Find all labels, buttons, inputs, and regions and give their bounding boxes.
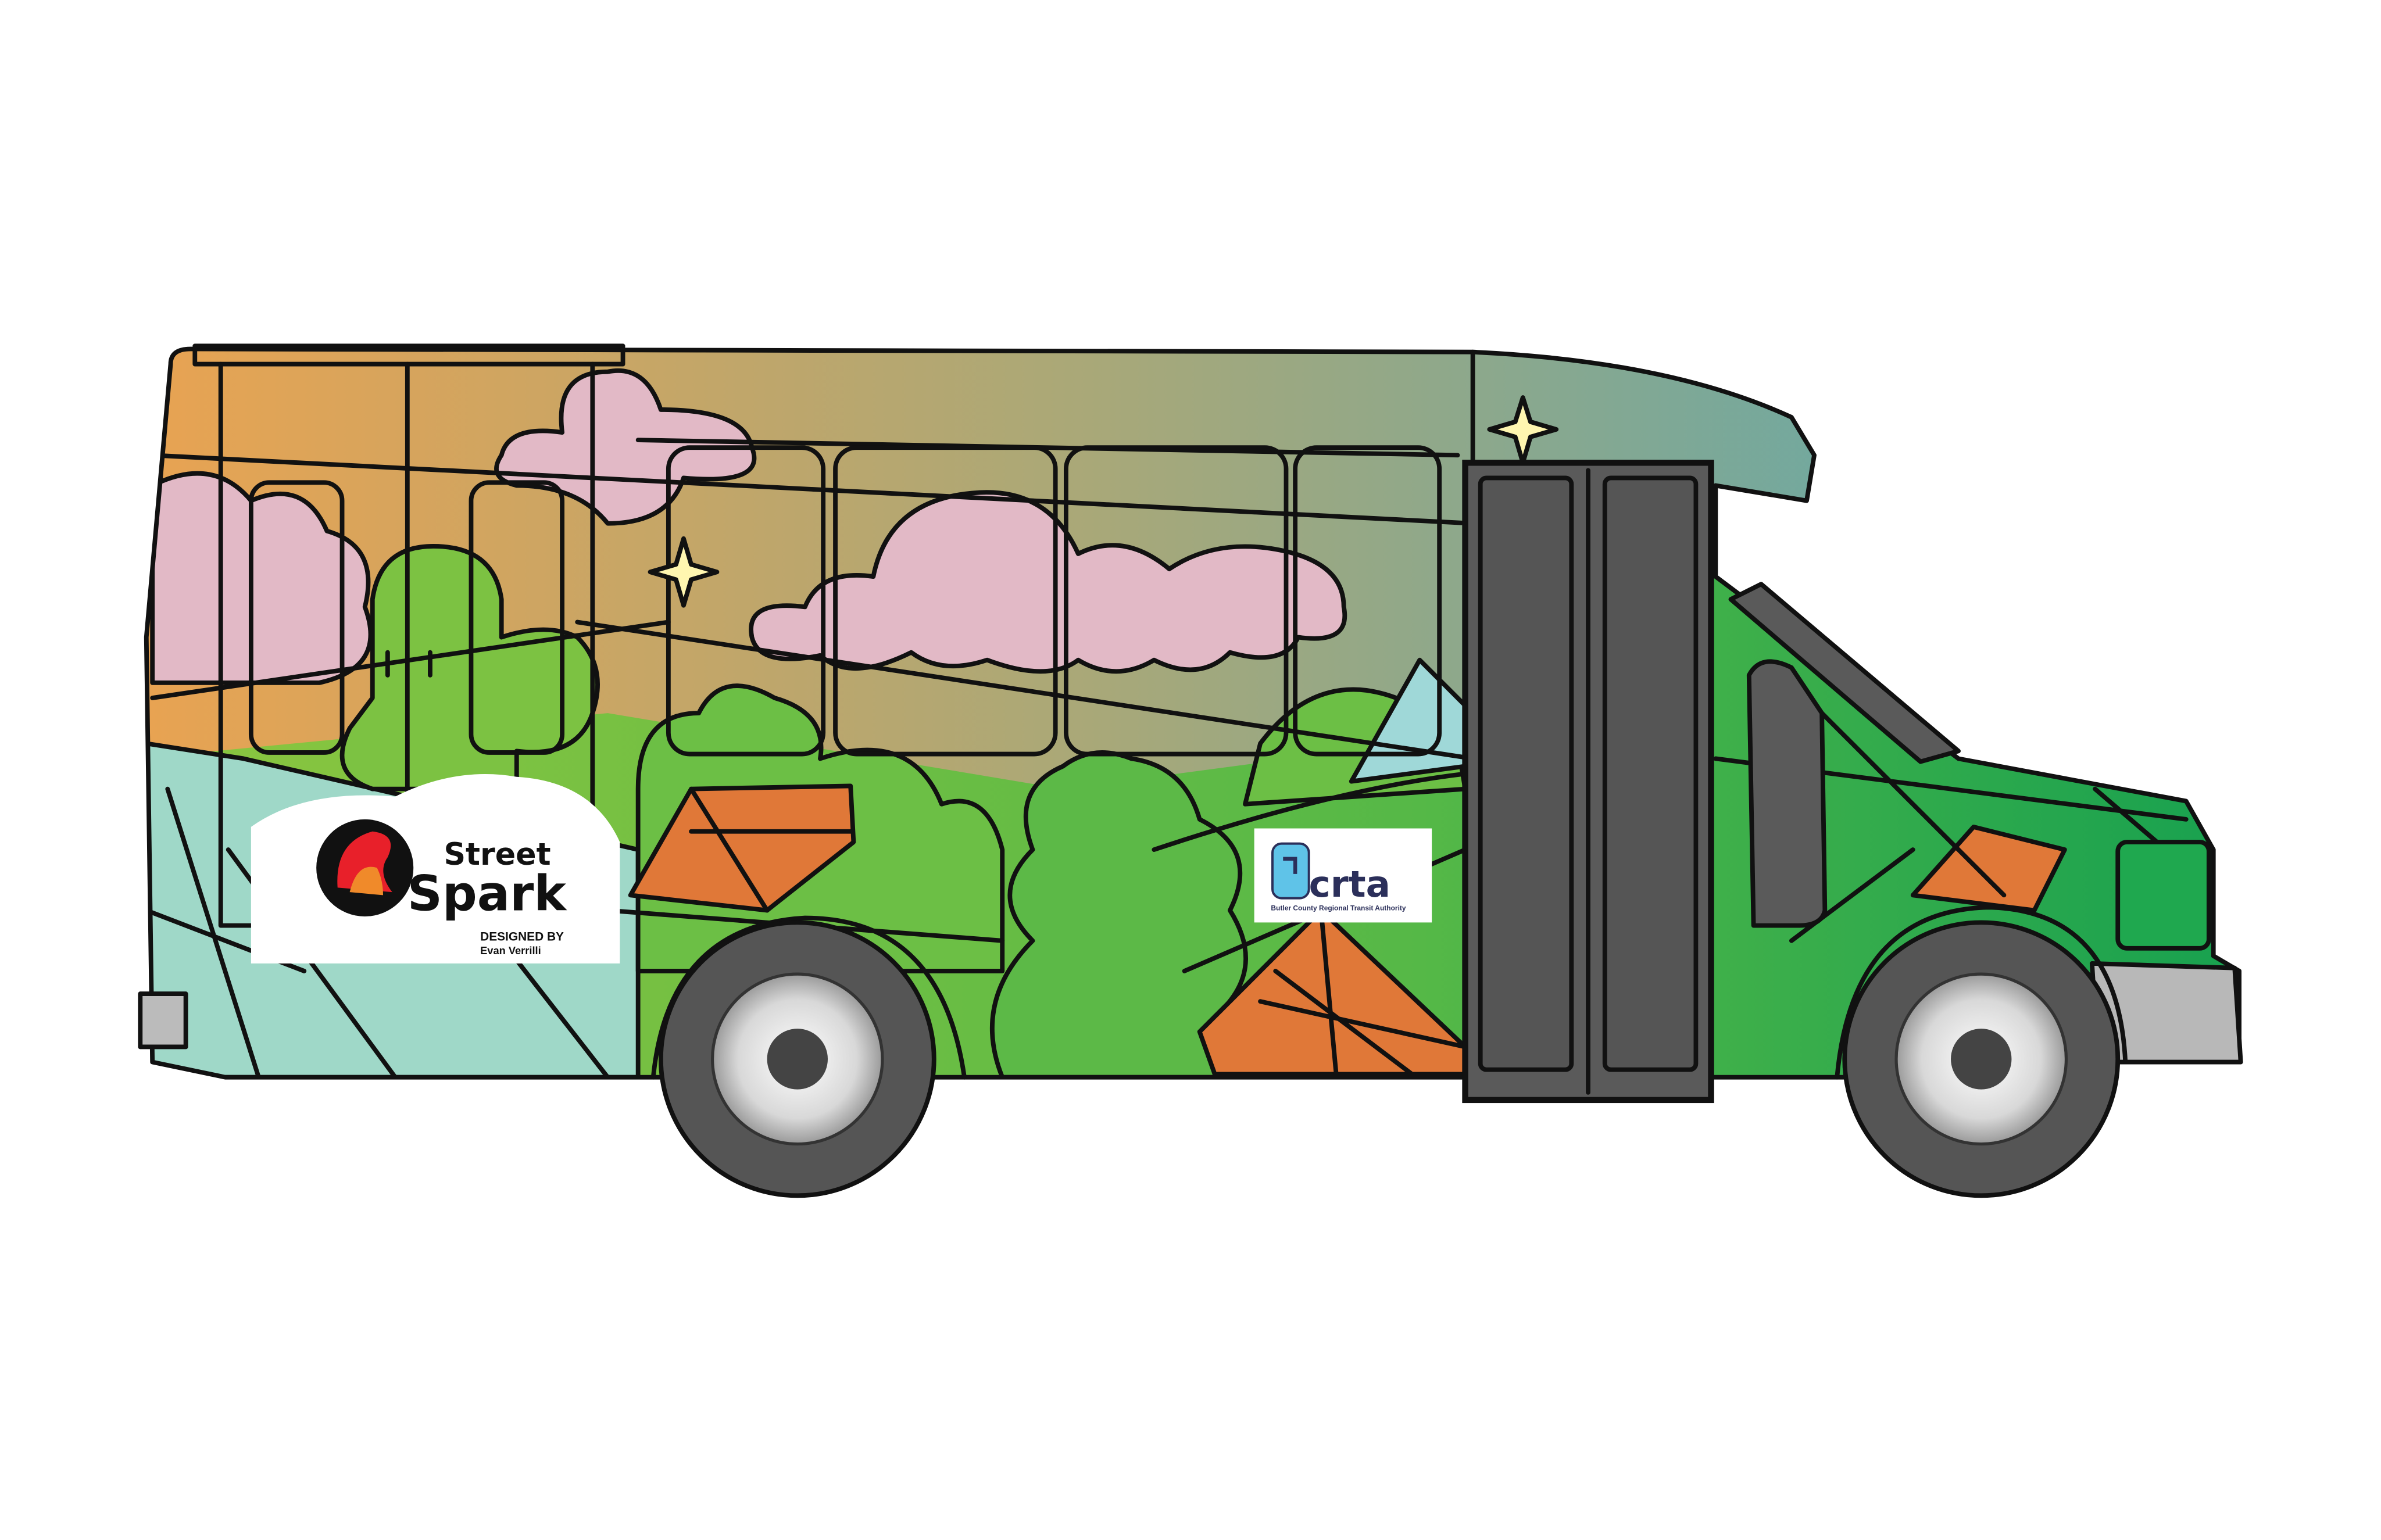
logo-spark-text: Spark xyxy=(407,865,568,922)
front-wheel xyxy=(1835,905,2128,1198)
bcrta-tagline: Butler County Regional Transit Authority xyxy=(1271,904,1406,912)
rear-bumper xyxy=(138,991,188,1050)
orange-box xyxy=(628,783,856,913)
designed-by-label: DESIGNED BY xyxy=(480,930,564,944)
windshield xyxy=(1728,582,1961,764)
designer-name: Evan Verrilli xyxy=(480,944,541,957)
side-windows xyxy=(666,445,1442,757)
bush-center xyxy=(989,750,1248,1077)
logo-street-text: Street xyxy=(444,837,550,872)
entry-door xyxy=(1462,460,1714,1104)
rear-wheel xyxy=(650,915,967,1198)
street-spark-logo: Street Spark DESIGNED BY Evan Verrilli xyxy=(251,774,620,964)
bcrta-wordmark: crta xyxy=(1309,863,1390,905)
bcrta-logo: crta Butler County Regional Transit Auth… xyxy=(1254,828,1432,923)
cloud-left xyxy=(150,471,373,685)
sparkle-icon xyxy=(648,536,720,608)
grille xyxy=(2115,840,2211,951)
cab-window xyxy=(1746,659,1828,928)
cloud-center xyxy=(749,490,1347,674)
